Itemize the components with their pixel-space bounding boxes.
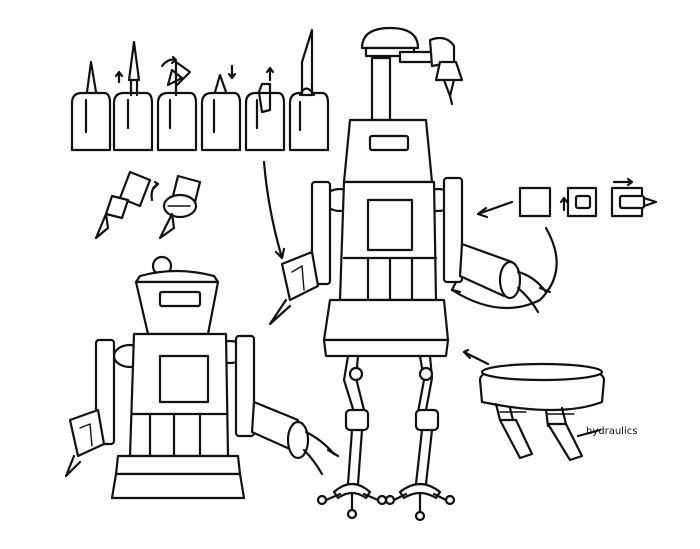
- chest-panel: [366, 198, 414, 252]
- detail-to-robot-arrow: [462, 350, 490, 366]
- tool-rotation-sequence: [94, 170, 202, 240]
- tool-extension-sequence: [70, 28, 330, 152]
- right-arm-mount: [234, 334, 256, 438]
- main-robot: [268, 26, 552, 522]
- rotation-stage-1: [94, 170, 152, 240]
- arm-module-sequence: [450, 177, 658, 310]
- sequence-stage-2: [112, 40, 154, 152]
- module-stage-3: [610, 177, 658, 218]
- right-arm-mount: [442, 176, 464, 284]
- left-arm-mount: [310, 180, 332, 286]
- sequence-stage-5: [244, 66, 286, 152]
- neck-post: [370, 56, 392, 122]
- sequence-stage-3: [156, 55, 198, 152]
- base-skirt: [114, 454, 242, 476]
- head-cap: [360, 26, 420, 50]
- left-leg: [316, 354, 388, 520]
- rotation-stage-2: [158, 174, 202, 240]
- base-robot: [64, 255, 340, 500]
- base-skirt: [322, 298, 450, 342]
- sequence-stage-4: [200, 64, 242, 152]
- module-stage-2: [559, 186, 598, 218]
- left-arm-tool-head: [68, 408, 106, 458]
- left-arm-tool-head: [280, 250, 320, 302]
- rotate-arrow-icon: [150, 180, 160, 202]
- right-leg: [384, 354, 456, 522]
- top-tool-arm: [398, 50, 434, 64]
- module-stage-1: [518, 186, 552, 218]
- chest-panel: [158, 354, 210, 404]
- upper-body-slot: [368, 134, 410, 152]
- upper-body-slot: [158, 290, 202, 308]
- upper-body: [134, 280, 220, 336]
- sequence-to-arm-arrow: [262, 160, 284, 260]
- module-to-robot-arrow: [476, 200, 514, 216]
- sequence-stage-1: [70, 60, 112, 152]
- hydraulic-base-detail: hydraulics: [462, 348, 637, 462]
- hydraulics-label: hydraulics: [586, 426, 637, 437]
- sequence-stage-6: [288, 28, 330, 152]
